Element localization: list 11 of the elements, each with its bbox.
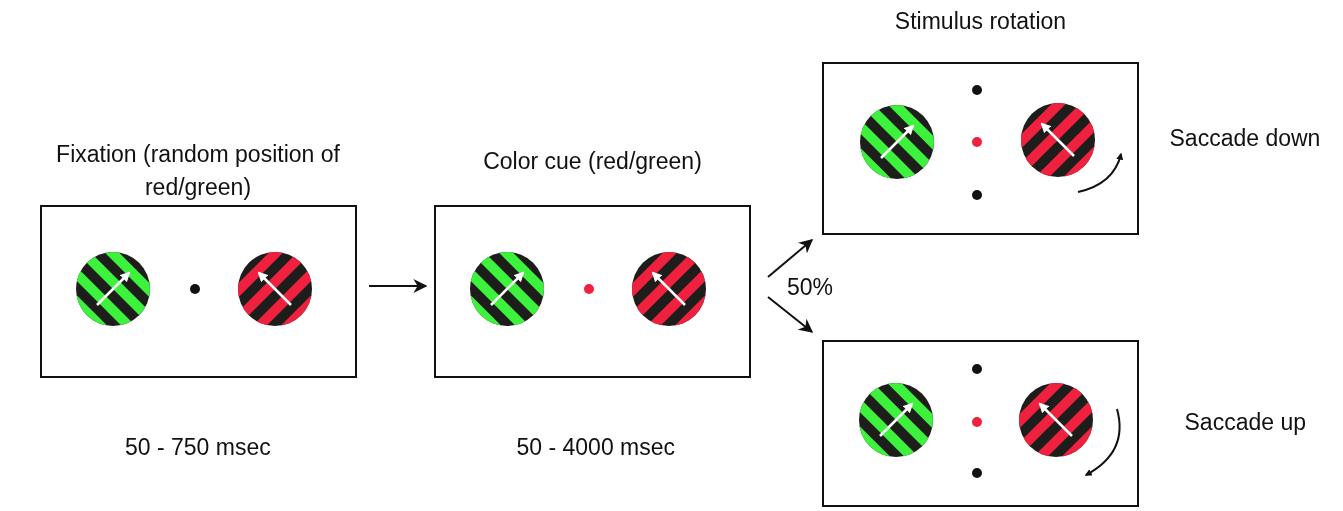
stage-heading: Fixation (random position of red/green) — [55, 140, 341, 202]
stage-heading: Stimulus rotation — [893, 7, 1068, 36]
arrow — [368, 279, 428, 293]
condition-label: Saccade up — [1184, 408, 1306, 436]
stage-heading: Color cue (red/green) — [482, 147, 703, 176]
arrow — [767, 239, 814, 278]
duration-label: 50 - 750 msec — [125, 433, 271, 461]
condition-label: Saccade down — [1169, 124, 1321, 152]
duration-label: 50 - 4000 msec — [516, 433, 676, 461]
probability-label: 50% — [787, 273, 834, 301]
arrow — [767, 296, 814, 333]
